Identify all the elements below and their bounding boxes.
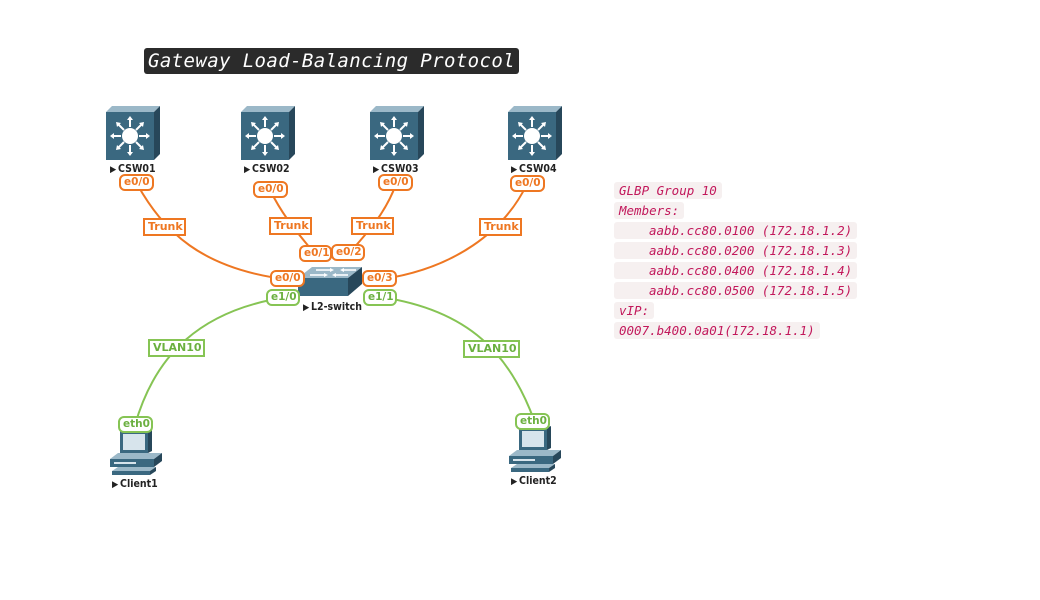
device-label-csw04: ▶CSW04: [511, 163, 557, 175]
link-client1-vlan10: [134, 296, 288, 426]
device-label-csw02: ▶CSW02: [244, 163, 290, 175]
port-badge-l2-e0-2: e0/2: [331, 244, 365, 261]
layer3-switch-icon[interactable]: [105, 105, 161, 161]
layer3-switch-icon[interactable]: [240, 105, 296, 161]
port-badge-l2-e0-1: e0/1: [299, 245, 332, 262]
port-badge-csw03: e0/0: [378, 174, 413, 191]
port-badge-client2: eth0: [515, 413, 550, 430]
device-label-csw01: ▶CSW01: [110, 163, 156, 175]
port-badge-l2-e1-1: e1/1: [363, 289, 397, 306]
workstation-icon[interactable]: [110, 429, 162, 475]
device-label-l2-switch: ▶L2-switch: [303, 301, 362, 313]
layer3-switch-icon[interactable]: [369, 105, 425, 161]
device-label-csw03: ▶CSW03: [373, 163, 419, 175]
port-badge-csw04: e0/0: [510, 175, 545, 192]
device-label-client1: ▶Client1: [112, 478, 158, 490]
port-badge-csw02: e0/0: [253, 181, 288, 198]
link-csw04-trunk: [375, 183, 528, 281]
glbp-vip-value: 0007.b400.0a01(172.18.1.1): [614, 321, 857, 341]
link-label-csw04: Trunk: [479, 218, 522, 236]
link-csw01-trunk: [136, 183, 293, 281]
glbp-members-heading: Members:: [614, 201, 857, 221]
glbp-member-line: aabb.cc80.0400 (172.18.1.4): [614, 261, 858, 281]
glbp-member-line: aabb.cc80.0100 (172.18.1.2): [614, 221, 858, 241]
link-client2-vlan10: [379, 296, 535, 421]
link-label-csw02: Trunk: [269, 217, 312, 235]
glbp-info-panel: GLBP Group 10 Members: aabb.cc80.0100 (1…: [614, 181, 858, 341]
glbp-member-line: aabb.cc80.0500 (172.18.1.5): [614, 281, 858, 301]
link-label-client2: VLAN10: [463, 340, 520, 358]
device-label-client2: ▶Client2: [511, 475, 557, 487]
port-badge-l2-e0-0: e0/0: [270, 270, 305, 287]
port-badge-client1: eth0: [118, 416, 153, 433]
link-label-csw03: Trunk: [351, 217, 394, 235]
diagram-title: Gateway Load-Balancing Protocol: [144, 48, 520, 74]
port-badge-l2-e1-0: e1/0: [266, 289, 300, 306]
glbp-vip-heading: vIP:: [614, 301, 857, 321]
glbp-group-line: GLBP Group 10: [614, 181, 857, 201]
port-badge-l2-e0-3: e0/3: [362, 270, 397, 287]
link-label-client1: VLAN10: [148, 339, 205, 357]
layer3-switch-icon[interactable]: [507, 105, 563, 161]
link-label-csw01: Trunk: [143, 218, 186, 236]
glbp-member-line: aabb.cc80.0200 (172.18.1.3): [614, 241, 858, 261]
port-badge-csw01: e0/0: [119, 174, 154, 191]
workstation-icon[interactable]: [509, 426, 561, 472]
layer2-switch-icon[interactable]: [298, 267, 362, 296]
